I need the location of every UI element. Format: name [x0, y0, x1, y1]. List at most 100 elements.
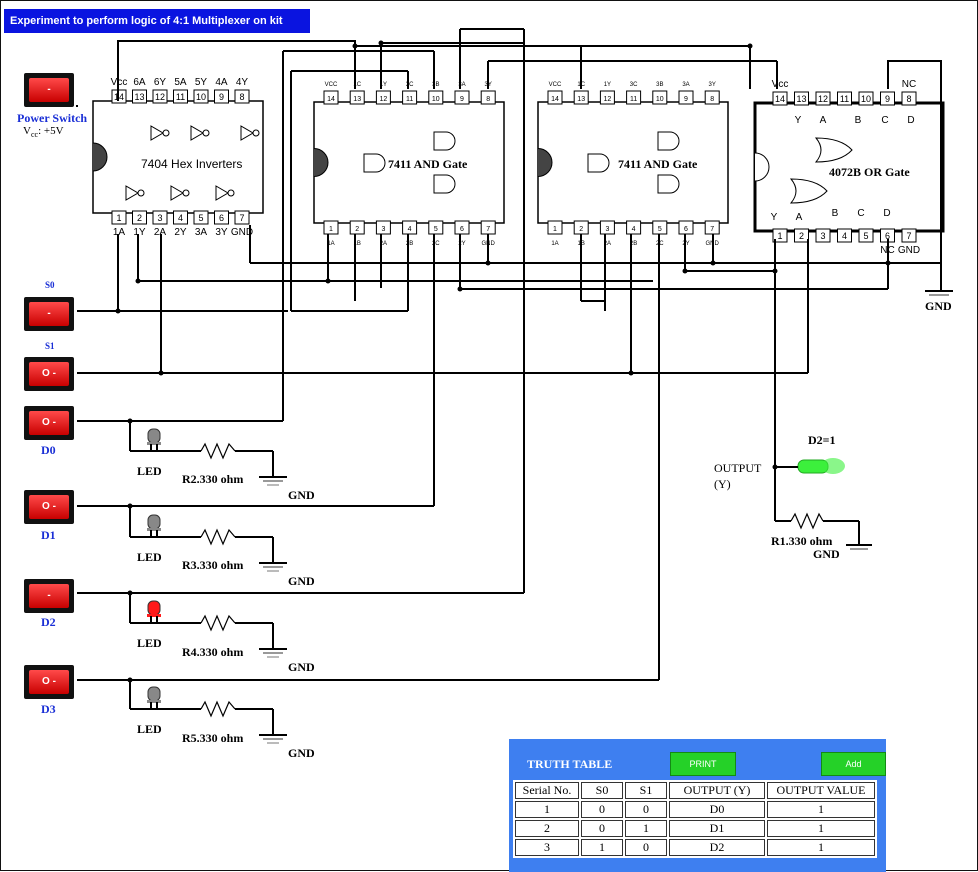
truth-table-panel: TRUTH TABLE PRINT Add Serial No. S0 S1 O…: [509, 739, 886, 872]
and_gate_1-top-pin: [454, 90, 470, 105]
d2-switch[interactable]: -: [24, 579, 74, 613]
d0-switch[interactable]: O -: [24, 406, 74, 440]
pin-number-top: 11: [406, 96, 413, 103]
d0-switch-rocker: O -: [29, 411, 69, 435]
cell-serial: 1: [515, 801, 579, 818]
pin-number-bottom: 2: [137, 213, 142, 223]
and-gate-symbol: [363, 153, 386, 173]
pin-number-top: 9: [885, 94, 890, 104]
and_gate_1-top-pin: [480, 90, 496, 105]
inverter-bubble: [227, 189, 235, 197]
d3-label: D3: [41, 702, 56, 716]
pin-number-bottom: 6: [219, 213, 224, 223]
and-gate-symbol: [433, 131, 456, 151]
inverter-gate-symbol: [170, 185, 184, 201]
cell-s0: 0: [581, 820, 623, 837]
table-row: 3 1 0 D2 1: [515, 839, 875, 856]
or-gate-input-label: D: [907, 115, 914, 126]
pin-name-top: 3B: [432, 82, 439, 88]
pin-number-bottom: 5: [198, 213, 203, 223]
pin-name-top: 1Y: [604, 82, 611, 88]
cell-output: D2: [669, 839, 765, 856]
pin-name-top: 6Y: [154, 77, 167, 88]
print-button[interactable]: PRINT: [670, 752, 736, 776]
pin-name-top: VCC: [325, 82, 338, 88]
d1-switch[interactable]: O -: [24, 490, 74, 524]
pin-number-top: 9: [684, 96, 688, 103]
pin-number-bottom: 3: [820, 231, 825, 241]
s1-switch-rocker: O -: [29, 362, 69, 386]
inverter-bubble: [252, 129, 260, 137]
pin-name-bottom: 2Y: [458, 241, 465, 247]
pin-name-bottom: GND: [898, 245, 920, 256]
and_gate_1-top-pin: [349, 90, 365, 105]
pin-number-bottom: 1: [553, 226, 557, 233]
pin-name-top: 4Y: [236, 77, 249, 88]
add-button[interactable]: Add: [821, 752, 886, 776]
and_gate_2-bottom-pin: [547, 220, 563, 235]
pin-number-bottom: 5: [434, 226, 438, 233]
led-0-base: [147, 442, 161, 445]
d1-switch-rocker: O -: [29, 495, 69, 519]
pin-name-bottom: 1A: [113, 227, 126, 238]
or_gate-top-pin: [880, 91, 895, 106]
pin-number-bottom: 4: [842, 231, 847, 241]
pin-number-bottom: 5: [863, 231, 868, 241]
ic-4072b-name: 4072B OR Gate: [829, 165, 910, 179]
gnd-label-r2: GND: [288, 488, 315, 502]
junction-dot: [115, 308, 121, 314]
pin-name-bottom: 1B: [354, 241, 361, 247]
d3-switch-rocker: O -: [29, 670, 69, 694]
and_gate_2-notch: [537, 148, 553, 177]
truth-table-heading: TRUTH TABLE: [527, 757, 613, 771]
pin-name-bottom: 2A: [154, 227, 167, 238]
pin-name-top: 6A: [133, 77, 146, 88]
cell-s1: 1: [625, 820, 667, 837]
pin-number-top: 13: [134, 92, 144, 102]
or_gate-bottom-pin: [772, 228, 788, 243]
column-header-output: OUTPUT (Y): [669, 782, 765, 799]
power-switch[interactable]: -: [24, 73, 74, 107]
pin-number-bottom: 1: [116, 213, 121, 223]
cell-serial: 2: [515, 820, 579, 837]
or-gate-input-label: C: [857, 208, 864, 219]
hex_inverter-bottom-pin: [152, 210, 168, 225]
pin-number-top: 12: [155, 92, 165, 102]
or-gate-input-label: A: [796, 212, 803, 223]
d1-label: D1: [41, 528, 56, 542]
pin-number-top: 14: [551, 96, 559, 103]
pin-number-top: 10: [861, 94, 871, 104]
pin-name-top: 3C: [406, 82, 414, 88]
s1-switch[interactable]: O -: [24, 357, 74, 391]
pin-number-top: 13: [796, 94, 806, 104]
and-gate-symbol: [587, 153, 610, 173]
truth-table-header-row: Serial No. S0 S1 OUTPUT (Y) OUTPUT VALUE: [515, 782, 875, 799]
junction-dot: [352, 43, 358, 49]
pin-number-top: 10: [196, 92, 206, 102]
inverter-bubble: [182, 189, 190, 197]
and_gate_2-top-pin: [652, 90, 668, 105]
pin-number-top: 8: [239, 92, 244, 102]
s0-switch[interactable]: -: [24, 297, 74, 331]
d3-switch[interactable]: O -: [24, 665, 74, 699]
pin-number-bottom: 6: [885, 231, 890, 241]
or-gate-input-label: Y: [771, 212, 778, 223]
pin-number-bottom: 1: [777, 231, 782, 241]
and_gate_1-top-pin: [402, 90, 418, 105]
or_gate-bottom-pin: [837, 228, 852, 243]
pin-name-top: 5A: [174, 77, 187, 88]
or_gate-bottom-pin: [815, 228, 831, 243]
cell-output-value: 1: [767, 801, 875, 818]
resistor-r1-icon: [790, 512, 824, 530]
or-gate-input-label: A: [820, 115, 827, 126]
pin-name-bottom: 1A: [551, 241, 558, 247]
and_gate_2-bottom-pin: [599, 220, 615, 235]
pin-number-top: 9: [460, 96, 464, 103]
and_gate_1-bottom-pin: [375, 220, 391, 235]
or_gate-bottom-pin: [794, 228, 809, 243]
output-led-state: D2=1: [808, 433, 836, 447]
pin-number-bottom: 6: [460, 226, 464, 233]
or-gate-input-label: D: [883, 208, 890, 219]
or_gate-top-pin: [815, 91, 831, 106]
